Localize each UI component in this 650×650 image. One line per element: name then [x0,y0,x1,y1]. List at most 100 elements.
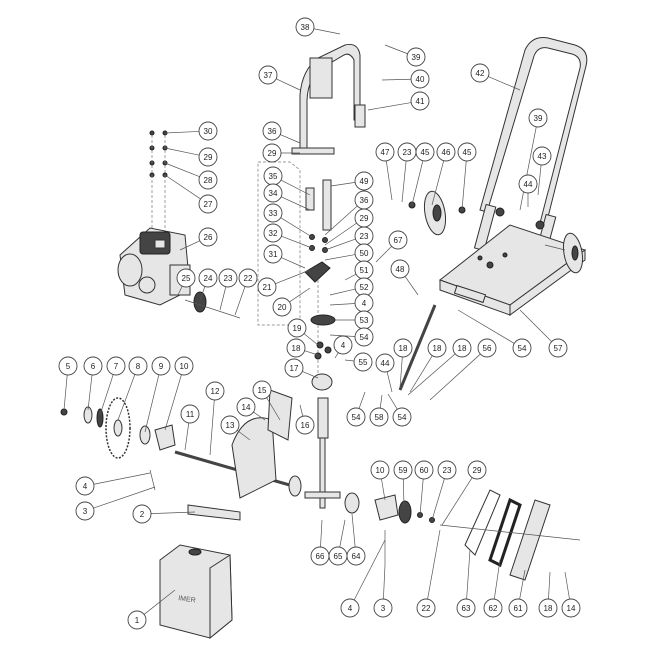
leader-line [280,179,311,196]
leader-line [209,399,215,456]
callout-number: 33 [269,209,278,218]
callout-number: 24 [204,274,213,283]
callout-number: 62 [489,604,498,613]
callout-circle [106,356,126,376]
callout-number: 60 [420,466,429,475]
callout-circle [436,142,456,162]
callout-circle [457,142,477,162]
leader-line [144,374,160,433]
leader-line [399,356,403,389]
callout-number: 23 [403,148,412,157]
callout-circle [548,338,568,358]
callout-number: 3 [381,604,386,613]
leader-line [334,352,339,359]
blade-guard-part [231,417,277,499]
callout-number: 47 [381,148,390,157]
part-callout-44: 44 [518,174,538,207]
callout-number: 54 [352,413,361,422]
callout-circle [127,610,147,630]
callout-number: 23 [224,274,233,283]
leader-line [431,160,445,206]
callout-circle [220,415,240,435]
callout-number: 25 [182,274,191,283]
callout-circle [456,598,476,618]
part-callout-55: 55 [344,352,373,372]
callout-circle [561,598,581,618]
part-callout-37: 37 [258,65,301,91]
part-callout-23: 23 [431,460,457,521]
leader-line [329,288,356,296]
callout-number: 22 [422,604,431,613]
engine-part [117,227,191,306]
leader-line [351,513,356,548]
callout-circle [262,121,282,141]
callout-number: 14 [242,403,251,412]
callout-number: 48 [396,265,405,274]
part-callout-8: 8 [117,356,148,421]
part-callout-38: 38 [295,17,341,37]
callout-number: 44 [381,359,390,368]
part-callout-43: 43 [532,146,552,196]
callout-number: 23 [443,466,452,475]
part-callout-14: 14 [561,571,581,618]
part-callout-48: 48 [390,259,419,296]
callout-circle [284,358,304,378]
callout-number: 52 [360,283,369,292]
leader-line [385,160,393,201]
leader-line [339,519,346,548]
part-callout-30: 30 [164,121,218,141]
part-callout-36: 36 [324,190,374,236]
part-callout-20: 20 [272,287,311,317]
leader-line [313,28,341,35]
part-callout-12: 12 [205,381,225,456]
leader-line [281,257,306,269]
callout-number: 32 [269,229,278,238]
callout-circle [346,546,366,566]
callout-circle [176,268,196,288]
callout-circle [467,460,487,480]
callout-number: 8 [136,362,141,371]
base-plate-part [438,224,587,316]
callout-circle [437,460,457,480]
callout-number: 55 [359,358,368,367]
leader-line [143,589,176,615]
part-callout-36: 36 [262,121,301,144]
part-callout-45: 45 [457,142,477,211]
callout-circle [295,17,315,37]
part-callout-10: 10 [164,356,194,431]
part-callout-4: 4 [329,293,374,313]
callout-number: 39 [412,53,421,62]
leader-line [329,303,356,306]
leader-line [303,333,319,346]
leader-line [419,478,424,516]
callout-circle [393,460,413,480]
leader-line [381,78,412,81]
callout-number: 41 [416,97,425,106]
part-callout-23: 23 [324,226,374,251]
part-callout-19: 19 [287,318,319,346]
part-callout-54: 54 [457,309,532,358]
part-callout-18: 18 [286,338,319,358]
callout-number: 45 [463,148,472,157]
callout-circle [427,338,447,358]
part-callout-29: 29 [262,143,300,163]
leader-line [519,569,526,600]
part-callout-18: 18 [407,338,472,396]
leader-line [344,359,355,362]
part-callout-13: 13 [220,415,251,441]
leader-line [488,76,521,91]
leader-line [411,160,424,206]
callout-number: 5 [66,362,71,371]
callout-circle [198,170,218,190]
callout-circle [392,407,412,427]
callout-number: 54 [398,413,407,422]
callout-circle [518,174,538,194]
callout-number: 2 [140,510,145,519]
blade-part [60,397,176,459]
callout-number: 39 [534,114,543,123]
leader-line [457,309,515,344]
callout-number: 51 [360,266,369,275]
part-callout-53: 53 [335,310,374,330]
part-callout-60: 60 [414,460,434,516]
